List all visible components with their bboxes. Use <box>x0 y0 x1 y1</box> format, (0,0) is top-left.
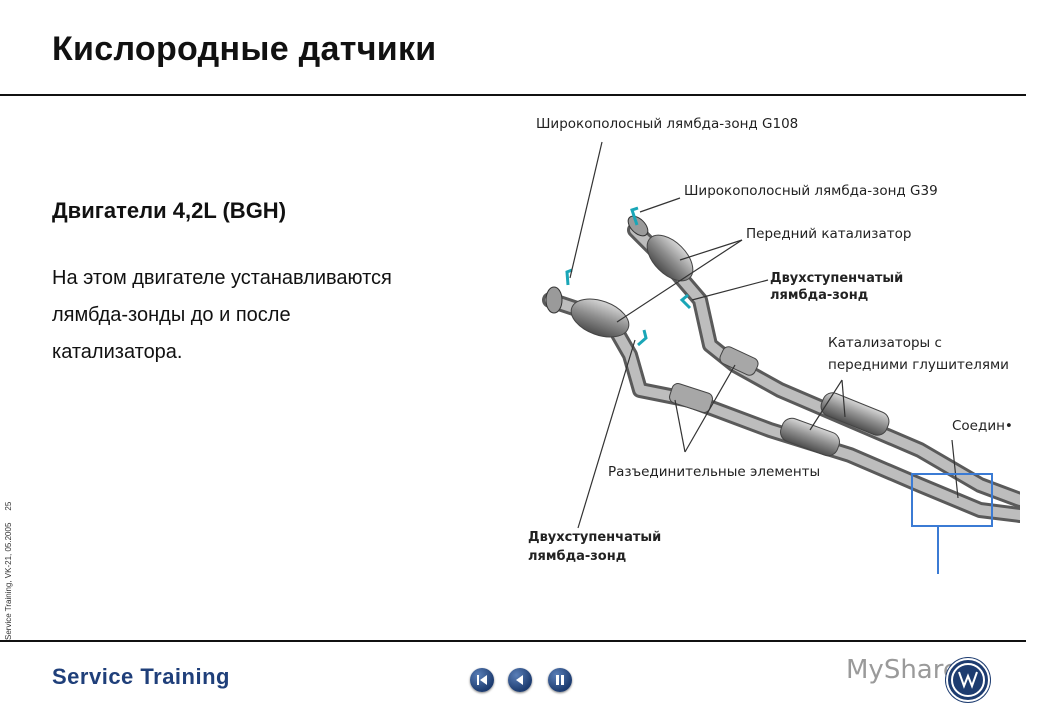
pause-button[interactable] <box>548 668 572 692</box>
label-decoupling-elements: Разъединительные элементы <box>608 464 820 480</box>
slide-title: Кислородные датчики <box>52 30 436 69</box>
label-g39: Широкополосный лямбда-зонд G39 <box>684 183 938 199</box>
body-line: катализатора. <box>52 334 472 371</box>
body-text: На этом двигателе устанавливаются лямбда… <box>52 260 472 371</box>
first-slide-button[interactable] <box>470 668 494 692</box>
course-info: Service Training, VK-21, 05.2005 <box>4 523 13 640</box>
label-two-stage-sensor-bottom: Двухступенчатый лямбда-зонд <box>528 528 661 566</box>
label-connection: Соедин• <box>952 418 1013 434</box>
label-line: Двухступенчатый <box>770 270 903 287</box>
label-line: лямбда-зонд <box>770 287 903 304</box>
label-line: Катализаторы с <box>828 332 1009 354</box>
top-divider <box>0 94 1026 96</box>
label-cats-mufflers: Катализаторы с передними глушителями <box>828 332 1009 376</box>
label-line: передними глушителями <box>828 354 1009 376</box>
label-line: Двухступенчатый <box>528 528 661 547</box>
exhaust-diagram: Широкополосный лямбда-зонд G108 Широкопо… <box>520 100 1020 580</box>
slide-subtitle: Двигатели 4,2L (BGH) <box>52 198 286 224</box>
vw-logo <box>946 658 990 702</box>
label-line: лямбда-зонд <box>528 547 661 566</box>
body-line: лямбда-зонды до и после <box>52 297 472 334</box>
side-label: Service Training, VK-21, 05.2005 25 <box>4 502 13 640</box>
pause-icon <box>548 668 572 692</box>
label-g108: Широкополосный лямбда-зонд G108 <box>536 116 798 132</box>
label-front-catalyst: Передний катализатор <box>746 226 911 242</box>
label-two-stage-sensor-top: Двухступенчатый лямбда-зонд <box>770 270 903 304</box>
bottom-divider <box>0 640 1026 642</box>
previous-slide-button[interactable] <box>508 668 532 692</box>
page-number: 25 <box>4 502 13 511</box>
footer-brand: Service Training <box>52 664 230 690</box>
vw-logo-icon <box>948 660 988 700</box>
triangle-left-icon <box>508 668 532 692</box>
body-line: На этом двигателе устанавливаются <box>52 260 472 297</box>
skip-back-icon <box>470 668 494 692</box>
